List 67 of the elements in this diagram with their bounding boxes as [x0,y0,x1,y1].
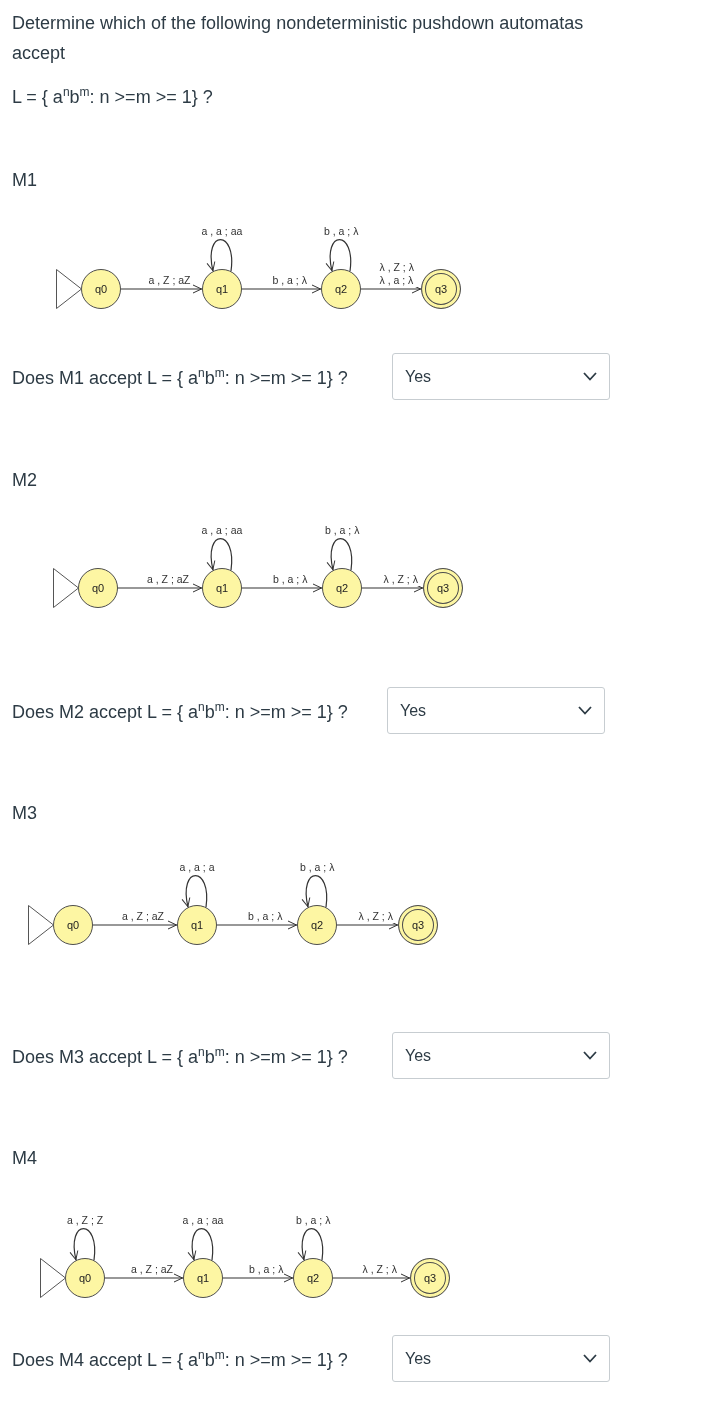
transition-arrow [241,583,323,593]
transition-arrow [222,1273,294,1283]
answer-dropdown: Yes [387,687,605,734]
state-circle: q1 [177,905,217,945]
state-circle: q1 [202,269,242,309]
language-text: L = { a$^{n}$b$^{m}$: n >=m >= 1} ? [12,84,213,109]
machine-heading: M1 [12,169,37,192]
state-circle: q1 [202,568,242,608]
transition-arrow [104,1273,184,1283]
self-loop-arrow [207,537,233,571]
answer-dropdown: Yes [392,1032,610,1079]
question-text: Does M2 accept L = { a$^{n}$b$^{m}$: n >=m >= 1} ? [12,699,348,724]
final-state-circle: q3 [423,568,463,608]
question-text: Does M3 accept L = { a$^{n}$b$^{m}$: n >=m >= 1} ? [12,1044,348,1069]
question-text: Does M1 accept L = { a$^{n}$b$^{m}$: n >=m >= 1} ? [12,365,348,390]
machine-heading: M4 [12,1147,37,1170]
self-loop-arrow [327,537,353,571]
self-loop-arrow [70,1227,96,1261]
transition-arrow [92,920,178,930]
edge-label: b , a ; λ [323,225,360,238]
answer-dropdown: Yes [392,353,610,400]
state-circle: q0 [65,1258,105,1298]
edge-label: λ , Z ; λ [382,573,419,586]
transition-arrow [241,284,322,294]
edge-label: a , Z ; aZ [121,910,165,923]
edge-label: λ , Z ; λ [357,910,394,923]
transition-arrow [117,583,203,593]
state-circle: q0 [78,568,118,608]
self-loop-arrow [182,874,208,908]
state-circle: q2 [321,269,361,309]
edge-label: b , a ; λ [295,1214,332,1227]
edge-label: b , a ; λ [271,274,308,287]
self-loop-arrow [326,238,352,272]
edge-label: b , a ; λ [272,573,309,586]
edge-label: b , a ; λ [324,524,361,537]
transition-arrow [216,920,298,930]
final-state-circle: q3 [398,905,438,945]
edge-label: a , Z ; Z [66,1214,105,1227]
edge-label: b , a ; λ [299,861,336,874]
self-loop-arrow [302,874,328,908]
state-circle: q0 [81,269,121,309]
instruction-text: Determine which of the following nondeterministic pushdown automatas accept [12,12,585,65]
state-circle: q1 [183,1258,223,1298]
edge-label: a , Z ; aZ [130,1263,174,1276]
edge-label: λ , Z ; λ λ , a ; λ [378,261,420,287]
final-state-circle: q3 [421,269,461,309]
final-state-circle: q3 [410,1258,450,1298]
edge-label: b , a ; λ [247,910,284,923]
self-loop-arrow [207,238,233,272]
state-circle: q0 [53,905,93,945]
transition-arrow [361,583,424,593]
state-circle: q2 [322,568,362,608]
edge-label: a , Z ; aZ [146,573,190,586]
edge-label: λ , Z ; λ [361,1263,398,1276]
edge-label: b , a ; λ [248,1263,285,1276]
machine-heading: M2 [12,469,37,492]
answer-dropdown: Yes [392,1335,610,1382]
transition-arrow [336,920,399,930]
self-loop-arrow [298,1227,324,1261]
state-circle: q2 [297,905,337,945]
edge-label: a , Z ; aZ [147,274,192,287]
state-circle: q2 [293,1258,333,1298]
self-loop-arrow [188,1227,214,1261]
question-text: Does M4 accept L = { a$^{n}$b$^{m}$: n >=m >= 1} ? [12,1347,348,1372]
machine-heading: M3 [12,802,37,825]
transition-arrow [120,284,203,294]
transition-arrow [332,1273,411,1283]
